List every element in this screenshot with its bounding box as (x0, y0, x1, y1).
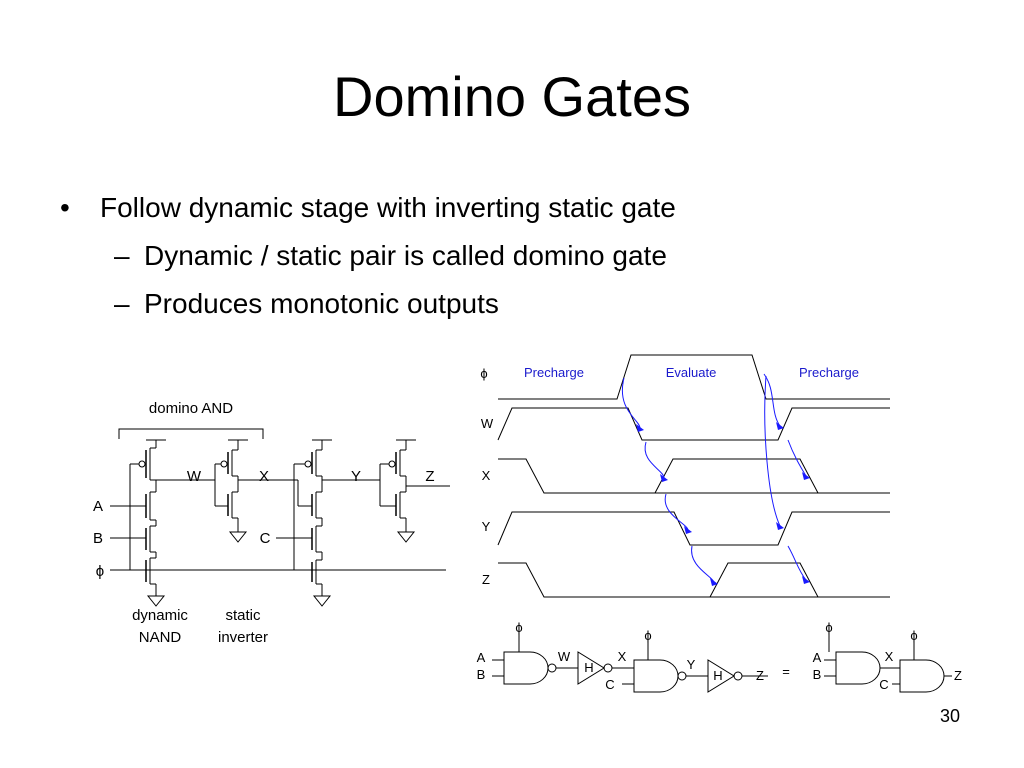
gate-a-label: A (813, 650, 822, 665)
timing-diagram: ϕ W X Y Z Precharge Evaluate Precharge (480, 354, 890, 598)
phase-label: Evaluate (666, 365, 717, 380)
group-bracket (118, 428, 264, 439)
phi-waveform (498, 354, 890, 400)
stage-label: NAND (139, 629, 182, 646)
gate-level-diagram: ϕ ϕ ϕ ϕ A B W H X C Y H Z = A B X C Z (477, 620, 962, 693)
input-c-label: C (260, 530, 271, 547)
gate-phi-label: ϕ (515, 620, 522, 635)
z-waveform (498, 562, 890, 598)
node-w-label: W (187, 468, 202, 485)
stage-label: inverter (218, 629, 268, 646)
dash-mark: – (114, 240, 130, 271)
equals-sign: = (782, 664, 790, 679)
ground-icon (396, 531, 416, 543)
bullet-list: • Follow dynamic stage with inverting st… (0, 0, 1024, 350)
sub-bullet-item: –Produces monotonic outputs (114, 286, 499, 322)
x-waveform-pulse (654, 458, 819, 494)
domino-circuit: domino AND (93, 400, 450, 646)
timing-x-label: X (482, 468, 491, 483)
gate-x-label: X (618, 649, 627, 664)
sub-bullet-item: –Dynamic / static pair is called domino … (114, 238, 667, 274)
second-static-inverter (379, 439, 450, 543)
dynamic-nand-stage (110, 439, 215, 607)
dash-mark: – (114, 288, 130, 319)
stage-label: dynamic (132, 607, 188, 624)
ground-icon (312, 595, 332, 607)
node-y-label: Y (351, 468, 361, 485)
ground-icon (228, 531, 248, 543)
nand-gate-icon (503, 651, 549, 685)
timing-w-label: W (481, 416, 494, 431)
gate-phi-label: ϕ (910, 628, 917, 643)
and-gate-icon (835, 651, 881, 685)
timing-y-label: Y (482, 519, 491, 534)
gate-x-label: X (885, 649, 894, 664)
causality-arrows (621, 373, 810, 586)
gate-z-label: Z (756, 668, 764, 683)
static-inverter-stage (214, 439, 298, 543)
phi-label: ϕ (96, 563, 104, 580)
hi-skew-inverter-icon (707, 659, 735, 693)
inversion-bubble (547, 663, 557, 673)
phase-label: Precharge (524, 365, 584, 380)
ground-icon (146, 595, 166, 607)
gate-h-label: H (584, 660, 593, 675)
page-number: 30 (940, 706, 961, 726)
gate-y-label: Y (687, 657, 696, 672)
bullet-mark: • (60, 192, 70, 223)
phase-label: Precharge (799, 365, 859, 380)
gate-b-label: B (477, 667, 486, 682)
slide-title: Domino Gates (333, 65, 691, 128)
gate-b-label: B (813, 667, 822, 682)
sub-bullet-text: Produces monotonic outputs (144, 288, 499, 319)
stage-label: static (225, 607, 261, 624)
node-z-label: Z (425, 468, 434, 485)
gate-a-label: A (477, 650, 486, 665)
bullet-text: Follow dynamic stage with inverting stat… (100, 192, 676, 223)
sub-bullet-text: Dynamic / static pair is called domino g… (144, 240, 667, 271)
node-x-label: X (259, 468, 269, 485)
gate-phi-label: ϕ (644, 628, 651, 643)
gate-phi-label: ϕ (825, 620, 832, 635)
and-gate-icon (899, 659, 945, 693)
x-waveform (498, 458, 890, 494)
second-dynamic-stage (276, 439, 380, 607)
input-b-label: B (93, 530, 103, 547)
w-waveform (497, 407, 890, 441)
nand-gate-icon (633, 659, 679, 693)
group-label: domino AND (149, 400, 233, 417)
gate-c-label: C (879, 677, 888, 692)
input-a-label: A (93, 498, 103, 515)
y-waveform (497, 511, 890, 546)
gate-c-label: C (605, 677, 614, 692)
gate-z-label: Z (954, 668, 962, 683)
hi-skew-inverter-icon (577, 651, 605, 685)
timing-phi-label: ϕ (480, 366, 487, 381)
gate-w-label: W (558, 649, 571, 664)
gate-h-label: H (713, 668, 722, 683)
z-waveform-pulse (709, 562, 819, 598)
timing-z-label: Z (482, 572, 490, 587)
